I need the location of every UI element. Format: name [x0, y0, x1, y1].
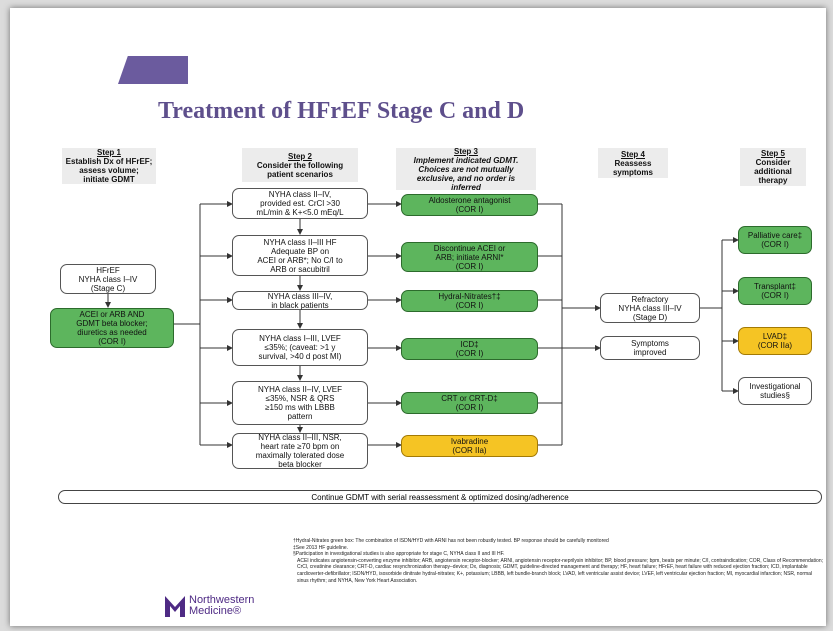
- scenario-box-3: NYHA class III–IV, in black patients: [232, 291, 368, 310]
- scenario-box-6: NYHA class II–III, NSR, heart rate ≥70 b…: [232, 433, 368, 469]
- scenario-box-4: NYHA class I–III, LVEF ≤35%; (caveat: >1…: [232, 329, 368, 366]
- northwestern-medicine-logo: Northwestern Medicine®: [164, 594, 254, 618]
- step-3-desc: Implement indicated GDMT. Choices are no…: [413, 155, 519, 192]
- step-2-desc: Consider the following patient scenarios: [256, 160, 344, 179]
- step-4-header: Step 4 Reassess symptoms: [598, 148, 668, 178]
- slide-title: Treatment of HFrEF Stage C and D: [158, 98, 525, 124]
- scenario-box-2: NYHA class II–III HF Adequate BP on ACEI…: [232, 235, 368, 276]
- logo-line-1: Northwestern: [189, 594, 255, 606]
- palliative-care-box: Palliative care‡ (COR I): [738, 226, 812, 254]
- symptoms-improved-box: Symptoms improved: [600, 336, 700, 360]
- footnote-guideline: ‡See 2013 HF guideline.: [293, 544, 349, 551]
- treatment-aldosterone: Aldosterone antagonist (COR I): [401, 194, 538, 216]
- step-3-header: Step 3 Implement indicated GDMT. Choices…: [396, 146, 536, 192]
- flow-connectors: [105, 201, 739, 448]
- step-4-desc: Reassess symptoms: [612, 158, 653, 177]
- treatment-icd: ICD‡ (COR I): [401, 338, 538, 360]
- footnote-abbreviations: ACEI indicates angiotensin-converting en…: [297, 557, 824, 584]
- step-2-title: Step 2: [287, 151, 312, 161]
- treatment-arni: Discontinue ACEI or ARB; initiate ARNI* …: [401, 242, 538, 272]
- step-5-title: Step 5: [760, 149, 785, 158]
- logo-line-2: Medicine®: [189, 605, 242, 617]
- investigational-studies-box: Investigational studies§: [738, 377, 812, 405]
- acei-arb-box: ACEI or ARB AND GDMT beta blocker; diure…: [50, 308, 174, 348]
- treatment-hydral-nitrates: Hydral-Nitrates†‡ (COR I): [401, 290, 538, 312]
- scenario-box-1: NYHA class II–IV, provided est. CrCl >30…: [232, 188, 368, 219]
- step-1-desc: Establish Dx of HFrEF; assess volume; in…: [65, 157, 153, 184]
- step-4-title: Step 4: [620, 149, 645, 159]
- treatment-crt: CRT or CRT-D‡ (COR I): [401, 392, 538, 414]
- continue-gdmt-bar: Continue GDMT with serial reassessment &…: [58, 490, 822, 504]
- lvad-box: LVAD‡ (COR IIa): [738, 327, 812, 355]
- transplant-box: Transplant‡ (COR I): [738, 277, 812, 305]
- scenario-box-5: NYHA class II–IV, LVEF ≤35%, NSR & QRS ≥…: [232, 381, 368, 425]
- hfref-stage-c-box: HFrEF NYHA class I–IV (Stage C): [60, 264, 156, 294]
- footnotes: †Hydral-Nitrates green box: The combinat…: [293, 538, 825, 584]
- step-2-header: Step 2 Consider the following patient sc…: [242, 148, 358, 182]
- title-accent-bar: [118, 56, 188, 84]
- step-5-desc: Consider additional therapy: [754, 158, 792, 185]
- step-5-header: Step 5 Consider additional therapy: [740, 148, 806, 186]
- slide: Treatment of HFrEF Stage C and D: [10, 8, 826, 626]
- logo-text: Northwestern Medicine®: [189, 595, 254, 617]
- refractory-stage-d-box: Refractory NYHA class III–IV (Stage D): [600, 293, 700, 323]
- step-3-title: Step 3: [453, 146, 478, 156]
- northwestern-m-icon: [165, 596, 185, 617]
- treatment-ivabradine: Ivabradine (COR IIa): [401, 435, 538, 457]
- step-1-title: Step 1: [96, 148, 121, 157]
- footnote-investigational: §Participation in investigational studie…: [293, 551, 505, 558]
- footnote-hydral: †Hydral-Nitrates green box: The combinat…: [293, 538, 609, 544]
- step-1-header: Step 1 Establish Dx of HFrEF; assess vol…: [62, 148, 156, 184]
